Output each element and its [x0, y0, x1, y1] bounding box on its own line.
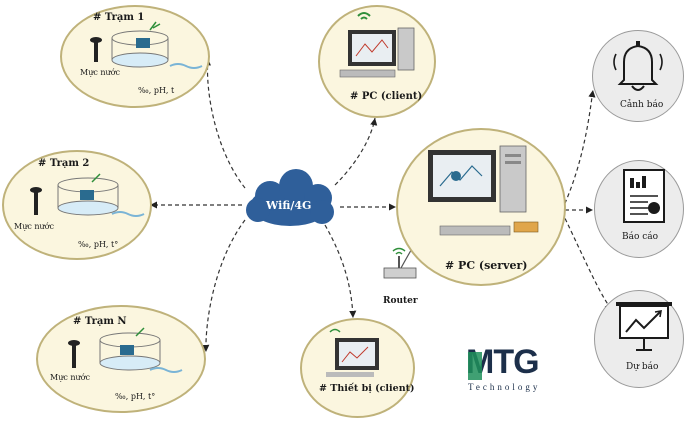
- station-2-level-label: Mực nước: [14, 222, 54, 231]
- station-1-params-label: ‰, pH, t: [138, 86, 175, 95]
- logo-mark: MTG: [466, 343, 540, 381]
- report-label: Báo cáo: [622, 232, 659, 242]
- alert-label: Cảnh báo: [620, 100, 664, 110]
- link-station1: [203, 57, 246, 189]
- mtg-logo: MTG Technology: [466, 345, 556, 395]
- link-device: [324, 224, 357, 319]
- link-stationN: [202, 219, 246, 353]
- device-client-label: # Thiết bị (client): [319, 383, 415, 394]
- station-2-title: # Trạm 2: [38, 158, 90, 169]
- station-n-title: # Trạm N: [73, 316, 127, 327]
- station-1-level-label: Mực nước: [80, 68, 120, 77]
- station-1-title: # Trạm 1: [93, 12, 145, 23]
- report-output-node[interactable]: [594, 160, 684, 258]
- link-forecast: [561, 211, 613, 311]
- station-n-params-label: ‰, pH, t°: [115, 392, 156, 401]
- link-pc-client: [334, 117, 378, 186]
- link-alert: [561, 89, 596, 211]
- device-client-node[interactable]: [300, 318, 415, 418]
- station-2-params-label: ‰, pH, t°: [78, 240, 119, 249]
- forecast-output-node[interactable]: [594, 290, 684, 388]
- router-label: Router: [383, 296, 418, 306]
- pc-client-label: # PC (client): [350, 91, 423, 102]
- logo-subtitle: Technology: [468, 382, 541, 392]
- forecast-label: Dự báo: [626, 362, 659, 372]
- pc-server-label: # PC (server): [445, 259, 528, 272]
- station-n-level-label: Mực nước: [50, 373, 90, 382]
- network-label: Wifi/4G: [266, 199, 312, 212]
